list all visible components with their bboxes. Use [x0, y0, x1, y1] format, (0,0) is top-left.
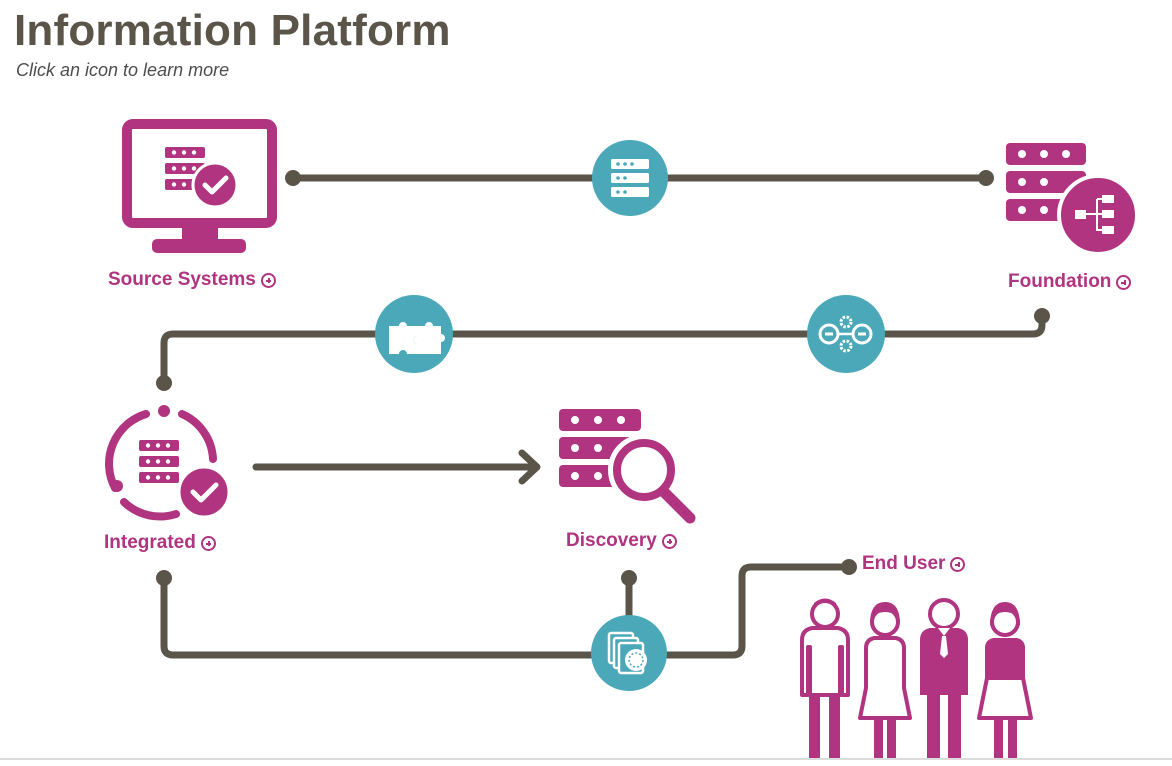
line-foundation-to-integrated — [160, 312, 1046, 387]
node-label: Foundation — [1008, 271, 1112, 292]
node-integrated[interactable]: Integrated — [104, 532, 216, 554]
server-network-icon[interactable] — [1006, 143, 1139, 256]
plus-circle-icon[interactable] — [661, 533, 677, 549]
person-icon — [977, 602, 1033, 758]
node-label: Discovery — [566, 530, 657, 551]
person-icon — [920, 598, 968, 758]
node-label: Source Systems — [108, 269, 256, 290]
node-source-systems[interactable]: Source Systems — [108, 269, 276, 291]
server-magnifier-icon[interactable] — [559, 409, 696, 524]
people-group-icon[interactable] — [800, 598, 1033, 759]
node-label: Integrated — [104, 532, 196, 553]
node-discovery[interactable]: Discovery — [566, 530, 677, 552]
arrow-head — [518, 449, 541, 485]
server-cycle-check-icon[interactable] — [105, 405, 231, 521]
puzzle-icon[interactable] — [375, 295, 453, 373]
plus-circle-icon[interactable] — [1116, 274, 1132, 290]
bottom-divider — [0, 758, 1172, 760]
page-subtitle: Click an icon to learn more — [16, 60, 230, 80]
person-icon — [858, 602, 912, 758]
server-stack-icon[interactable] — [592, 140, 668, 216]
monitor-server-check-icon[interactable] — [122, 119, 277, 253]
plus-circle-icon[interactable] — [200, 535, 216, 551]
reports-stack-icon[interactable] — [591, 615, 667, 691]
node-end-user[interactable]: End User — [862, 553, 966, 575]
gears-process-icon[interactable] — [807, 295, 885, 373]
person-icon — [800, 598, 850, 758]
node-foundation[interactable]: Foundation — [1008, 271, 1132, 293]
page-title: Information Platform — [14, 6, 451, 55]
line-integrated-to-end-user — [160, 563, 853, 659]
node-label: End User — [862, 553, 946, 574]
connector-end-dots — [156, 170, 1050, 586]
plus-circle-icon[interactable] — [950, 556, 966, 572]
plus-circle-icon[interactable] — [260, 272, 276, 288]
